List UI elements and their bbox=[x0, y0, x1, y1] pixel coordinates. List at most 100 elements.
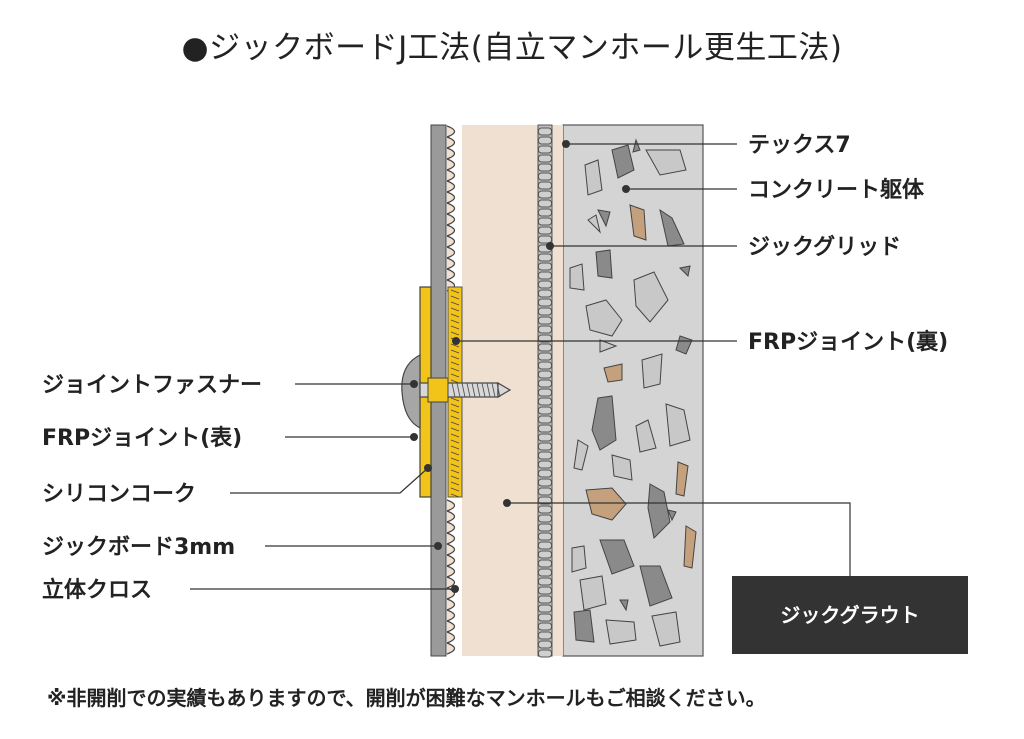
cloth-scallop bbox=[446, 631, 456, 644]
aggregate-stone bbox=[569, 263, 585, 291]
aggregate-stone bbox=[603, 363, 623, 383]
silicone-hatch bbox=[450, 343, 460, 348]
grid-bead bbox=[538, 145, 552, 154]
silicone-hatch bbox=[450, 415, 460, 420]
thread-mark bbox=[476, 382, 481, 398]
label-frp-back: FRPジョイント(裏) bbox=[748, 329, 948, 355]
cloth-scallop bbox=[446, 554, 456, 567]
thread-mark bbox=[486, 382, 491, 398]
cloth-scallop bbox=[446, 202, 456, 215]
aggregate-stone bbox=[599, 539, 635, 575]
silicone-hatch bbox=[450, 439, 460, 444]
aggregate-stone bbox=[629, 204, 647, 241]
aggregate-stone bbox=[573, 439, 589, 471]
cloth-scallop bbox=[446, 235, 456, 248]
grid-bead bbox=[538, 226, 552, 235]
silicone-hatch bbox=[450, 313, 460, 318]
silicone-hatch bbox=[450, 487, 460, 492]
cloth-scallop bbox=[446, 499, 456, 512]
cloth-scallop bbox=[446, 125, 456, 138]
cloth-scallop bbox=[446, 147, 456, 160]
label-tex7: テックス7 bbox=[748, 133, 851, 158]
silicone-hatch bbox=[450, 361, 460, 366]
cloth-scallop bbox=[446, 191, 456, 204]
aggregate-stone bbox=[678, 265, 691, 278]
aggregate-stone bbox=[597, 209, 611, 228]
dot-board bbox=[434, 542, 442, 550]
silicone-pattern bbox=[450, 289, 460, 498]
label-cloth: 立体クロス bbox=[42, 577, 152, 603]
grid-bead bbox=[538, 478, 552, 487]
grid-bead bbox=[538, 271, 552, 280]
fastener-tip bbox=[497, 381, 512, 399]
silicone-hatch bbox=[450, 427, 460, 432]
dot-fastener bbox=[410, 380, 418, 388]
grout-label-box bbox=[732, 576, 968, 654]
thread-mark bbox=[466, 382, 471, 398]
aggregate-stone bbox=[633, 271, 669, 323]
thread-mark bbox=[481, 382, 486, 398]
grid-bead bbox=[538, 505, 552, 514]
cloth-scallop bbox=[446, 532, 456, 545]
grid-bead bbox=[538, 532, 552, 541]
grid-bead bbox=[538, 280, 552, 289]
aggregate-stone bbox=[579, 575, 607, 611]
fastener-head bbox=[401, 354, 421, 429]
grid-bead bbox=[538, 577, 552, 586]
grid-bead bbox=[538, 433, 552, 442]
grid-bead bbox=[538, 406, 552, 415]
silicone-hatch bbox=[450, 289, 460, 294]
grid-bead bbox=[538, 343, 552, 352]
thread-mark bbox=[461, 382, 466, 398]
grid-bead bbox=[538, 460, 552, 469]
label-fastener: ジョイントファスナー bbox=[42, 373, 262, 398]
silicone-hatch bbox=[450, 421, 460, 426]
silicone-hatch bbox=[450, 331, 460, 336]
cloth-scallop bbox=[446, 257, 456, 270]
grid-bead bbox=[538, 604, 552, 613]
cloth-scallops bbox=[446, 125, 456, 655]
aggregate-stone bbox=[683, 525, 697, 569]
grid-bead bbox=[538, 559, 552, 568]
grid-bead bbox=[538, 361, 552, 370]
dot-silicone bbox=[424, 464, 432, 472]
grid-bead bbox=[538, 370, 552, 379]
grid-bead bbox=[538, 451, 552, 460]
silicone-hatch bbox=[450, 319, 460, 324]
grid-bead bbox=[538, 613, 552, 622]
silicone-hatch bbox=[450, 481, 460, 486]
cloth-scallop bbox=[446, 576, 456, 589]
grid-bead bbox=[538, 541, 552, 550]
grid-bead bbox=[538, 289, 552, 298]
grid-bead bbox=[538, 307, 552, 316]
grid-bead bbox=[538, 316, 552, 325]
aggregate-stone bbox=[641, 353, 663, 389]
dot-concrete bbox=[622, 185, 630, 193]
concrete-body bbox=[562, 124, 704, 657]
dot-grid bbox=[546, 242, 554, 250]
aggregate-stone bbox=[651, 611, 681, 647]
grid-bead bbox=[538, 379, 552, 388]
aggregate-stone bbox=[584, 159, 603, 196]
aggregate-stone bbox=[667, 509, 677, 522]
aggregate-stone bbox=[659, 208, 685, 247]
grid-bead bbox=[538, 496, 552, 505]
cloth-scallop bbox=[446, 213, 456, 226]
grid-bead bbox=[538, 397, 552, 406]
grid-bead bbox=[538, 208, 552, 217]
dot-frp-back bbox=[452, 337, 460, 345]
cloth-scallop bbox=[446, 246, 456, 259]
fastener-thread bbox=[451, 382, 501, 398]
cloth-scallop bbox=[446, 224, 456, 237]
aggregate-stone bbox=[635, 419, 657, 453]
cloth-scallop bbox=[446, 180, 456, 193]
thread-mark bbox=[491, 382, 496, 398]
silicone-hatch bbox=[450, 463, 460, 468]
grid-bead bbox=[538, 163, 552, 172]
grid-bead bbox=[538, 190, 552, 199]
grid-bead bbox=[538, 325, 552, 334]
thread-mark bbox=[451, 382, 456, 398]
grid-bead bbox=[538, 334, 552, 343]
aggregate-stone bbox=[611, 454, 633, 481]
